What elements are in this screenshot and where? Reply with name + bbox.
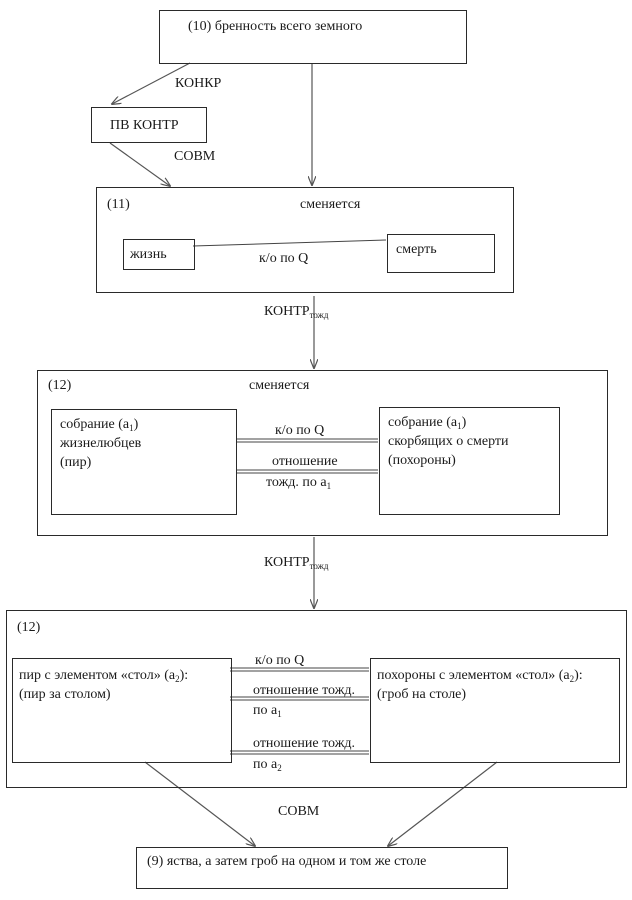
node-12a-left-line3: (пир) xyxy=(60,455,92,470)
node-12b-left: пир с элементом «стол» (а2): (пир за сто… xyxy=(12,658,232,763)
node-12a-link1-label: к/о по Q xyxy=(275,423,325,438)
arrow-pv-to-11 xyxy=(109,142,170,186)
node-11-title: сменяется xyxy=(300,197,361,212)
node-12b-right-line2: (гроб на столе) xyxy=(377,687,467,702)
node-10: (10) бренность всего земного xyxy=(159,10,467,64)
node-12b-number: (12) xyxy=(17,620,41,635)
node-9: (9) яства, а затем гроб на одном и том ж… xyxy=(136,847,508,889)
node-12b-link2-line2: по а1 xyxy=(253,703,282,719)
arrow-10-to-pv xyxy=(112,62,191,104)
node-12a-link2-line2: тожд. по а1 xyxy=(266,475,332,491)
edge-label-konkr: КОНКР xyxy=(175,76,222,91)
node-12b-right-line1: похороны с элементом «стол» (а2): xyxy=(377,668,583,684)
node-12b-right: похороны с элементом «стол» (а2): (гроб … xyxy=(370,658,620,763)
node-11-left-label: жизнь xyxy=(130,247,167,262)
edge-label-sovm-bottom: СОВМ xyxy=(278,804,320,819)
node-12a-left: собрание (а1) жизнелюбцев (пир) xyxy=(51,409,237,515)
node-12b: (12) пир с элементом «стол» (а2): (пир з… xyxy=(6,610,627,788)
node-12b-link3-line2: по а2 xyxy=(253,757,282,773)
node-12b-link2-line1: отношение тожд. xyxy=(253,683,355,698)
node-11: (11) сменяется жизнь смерть к/о по Q xyxy=(96,187,514,293)
node-11-right-label: смерть xyxy=(396,242,437,257)
node-9-label: (9) яства, а затем гроб на одном и том ж… xyxy=(147,854,427,869)
node-12a-right-line1: собрание (а1) xyxy=(388,415,467,431)
node-11-link-label: к/о по Q xyxy=(259,251,309,266)
node-12a-link2-line1: отношение xyxy=(272,454,338,469)
arrow-12b-right-to-9 xyxy=(388,761,498,846)
edge-label-sovm-top: СОВМ xyxy=(174,149,216,164)
node-12a-left-line1: собрание (а1) xyxy=(60,417,139,433)
edge-label-kontr-2: КОНТРтожд xyxy=(264,555,329,571)
node-11-right: смерть xyxy=(387,234,495,273)
node-12b-link1-label: к/о по Q xyxy=(255,653,305,668)
edge-label-kontr-1: КОНТРтожд xyxy=(264,304,329,320)
arrow-12b-left-to-9 xyxy=(144,761,255,846)
node-pv-kontr-label: ПВ КОНТР xyxy=(110,118,179,133)
node-10-label: (10) бренность всего земного xyxy=(188,19,363,34)
node-12a-right-line3: (похороны) xyxy=(388,453,456,468)
node-11-left: жизнь xyxy=(123,239,195,270)
node-12b-left-line2: (пир за столом) xyxy=(19,687,111,702)
node-12a-number: (12) xyxy=(48,378,72,393)
node-12a-right-line2: скорбящих о смерти xyxy=(388,434,509,449)
node-12b-left-line1: пир с элементом «стол» (а2): xyxy=(19,668,189,684)
node-12a: (12) сменяется собрание (а1) жизнелюбцев… xyxy=(37,370,608,536)
node-12a-left-line2: жизнелюбцев xyxy=(60,436,142,451)
node-11-number: (11) xyxy=(107,197,130,212)
node-12b-link3-line1: отношение тожд. xyxy=(253,736,355,751)
link-life-death xyxy=(192,239,387,247)
node-12a-title: сменяется xyxy=(249,378,310,393)
node-pv-kontr: ПВ КОНТР xyxy=(91,107,207,143)
node-12a-right: собрание (а1) скорбящих о смерти (похоро… xyxy=(379,407,560,515)
